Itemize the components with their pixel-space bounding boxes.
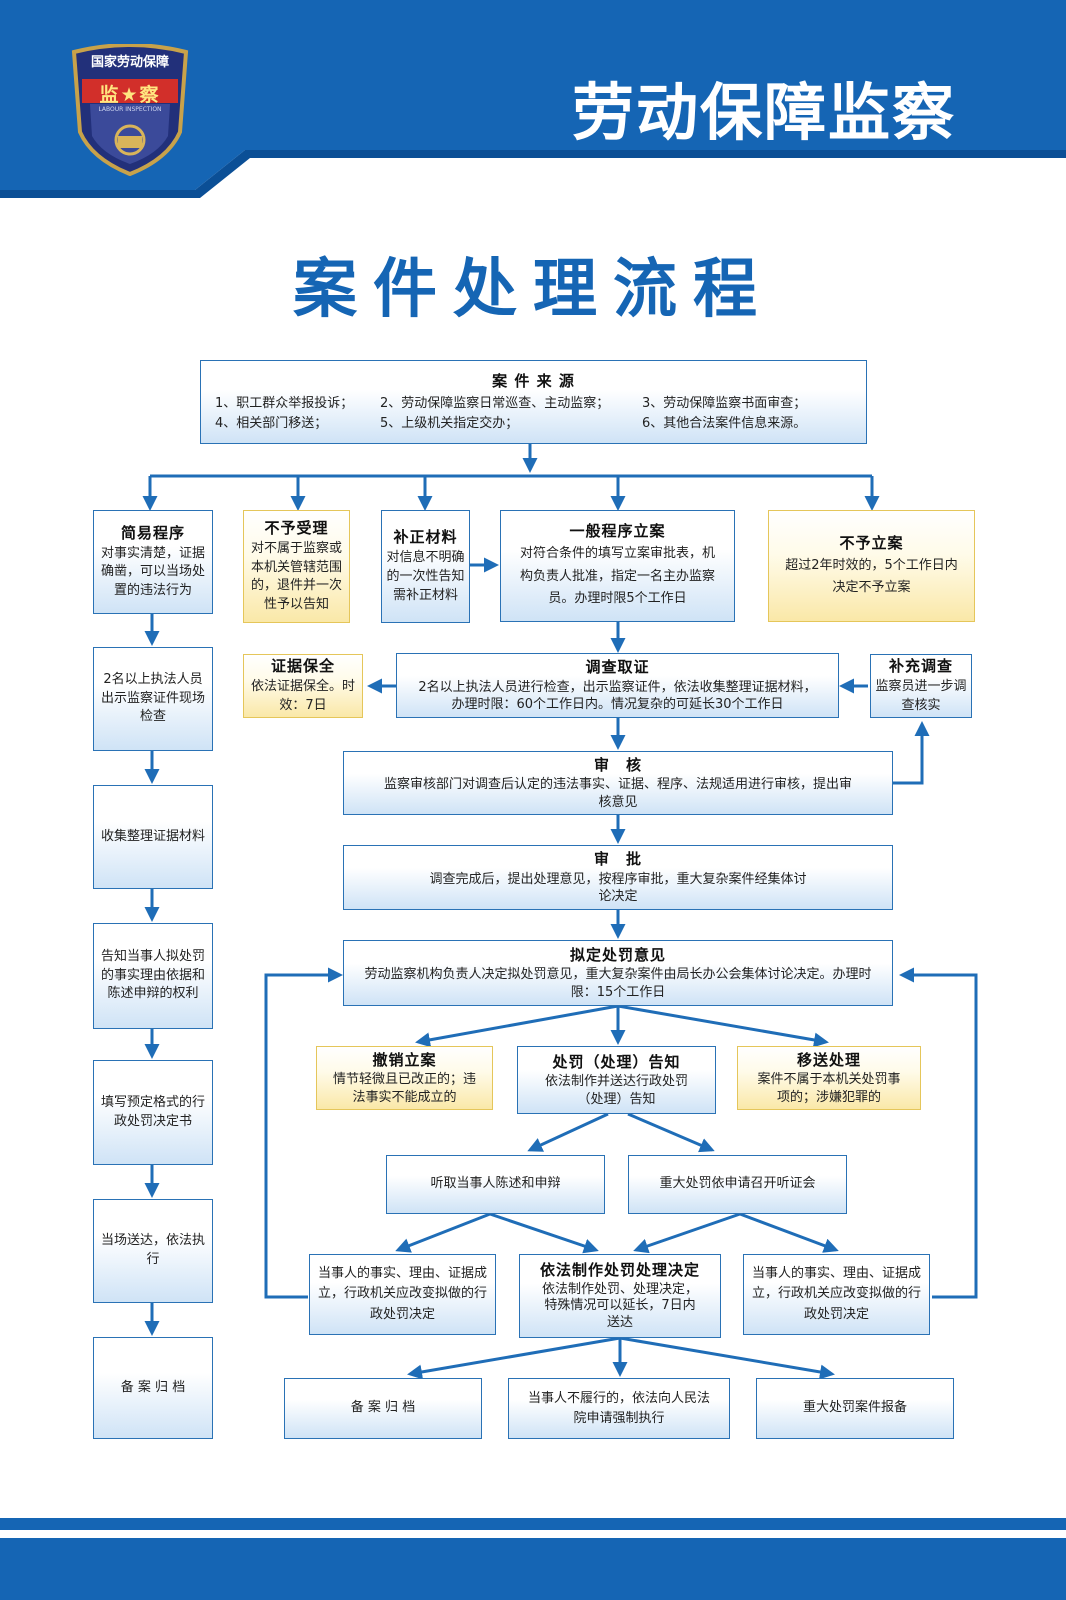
transfer-box: 移送处理 案件不属于本机关处罚事项的；涉嫌犯罪的	[737, 1046, 921, 1110]
penalty-decision-title: 依法制作处罚处理决定	[539, 1260, 700, 1279]
badge-main-text: 监★察	[99, 84, 161, 106]
case-source-box: 案 件 来 源 1、职工群众举报投诉； 2、劳动保障监察日常巡查、主动监察； 3…	[200, 360, 867, 444]
simple-step-box: 填写预定格式的行政处罚决定书	[93, 1060, 213, 1165]
change-decision-right-text: 当事人的事实、理由、证据成立，行政机关应改变拟做的行政处罚决定	[751, 1266, 921, 1322]
investigate-title: 调查取证	[585, 658, 650, 677]
review-body: 监察审核部门对调查后认定的违法事实、证据、程序、法规适用进行审核，提出审核意见	[383, 777, 852, 810]
simple-procedure-title: 简易程序	[120, 523, 185, 542]
hear-statement-text: 听取当事人陈述和申辩	[430, 1176, 561, 1192]
draft-penalty-box: 拟定处罚意见 劳动监察机构负责人决定拟处罚意见，重大复杂案件由局长办公会集体讨论…	[343, 940, 893, 1006]
case-source-item: 3、劳动保障监察书面审查；	[642, 396, 807, 412]
change-decision-right-box: 当事人的事实、理由、证据成立，行政机关应改变拟做的行政处罚决定	[743, 1254, 930, 1335]
change-decision-left-text: 当事人的事实、理由、证据成立，行政机关应改变拟做的行政处罚决定	[317, 1266, 487, 1322]
simple-step-text: 填写预定格式的行政处罚决定书	[100, 1094, 205, 1129]
not-accept-body: 对不属于监察或本机关管辖范围的，退件并一次性予以告知	[250, 540, 342, 613]
inspection-badge-logo: 国家劳动保障 监★察 LABOUR INSPECTION	[68, 43, 192, 177]
report-box: 重大处罚案件报备	[756, 1378, 954, 1439]
simple-step-text: 告知当事人拟处罚的事实理由依据和陈述申辩的权利	[100, 948, 205, 1002]
archive-text: 备 案 归 档	[350, 1400, 416, 1416]
investigate-box: 调查取证 2名以上执法人员进行检查，出示监察证件，依法收集整理证据材料，办理时限…	[396, 653, 839, 718]
general-procedure-body: 对符合条件的填写立案审批表，机构负责人批准，指定一名主办监察员。办理时限5个工作…	[519, 545, 715, 607]
hear-statement-box: 听取当事人陈述和申辩	[386, 1155, 605, 1214]
penalty-notice-title: 处罚（处理）告知	[552, 1052, 681, 1071]
no-case-box: 不予立案 超过2年时效的，5个工作日内决定不予立案	[768, 510, 975, 622]
transfer-title: 移送处理	[796, 1050, 861, 1069]
page-title: 案件处理流程	[293, 253, 773, 327]
header-title: 劳动保障监察	[572, 76, 957, 149]
revoke-case-box: 撤销立案 情节轻微且已改正的；违法事实不能成立的	[316, 1046, 493, 1110]
badge-sub-text: LABOUR INSPECTION	[98, 106, 162, 113]
penalty-notice-box: 处罚（处理）告知 依法制作并送达行政处罚（处理）告知	[517, 1046, 716, 1114]
simple-step-box: 备 案 归 档	[93, 1337, 213, 1439]
report-text: 重大处罚案件报备	[802, 1400, 907, 1416]
case-source-list: 1、职工群众举报投诉； 2、劳动保障监察日常巡查、主动监察； 3、劳动保障监察书…	[215, 394, 852, 433]
not-accept-box: 不予受理 对不属于监察或本机关管辖范围的，退件并一次性予以告知	[243, 510, 350, 623]
simple-step-box: 2名以上执法人员出示监察证件现场检查	[93, 647, 213, 751]
court-enforcement-box: 当事人不履行的，依法向人民法院申请强制执行	[508, 1378, 730, 1439]
review-box: 审 核 监察审核部门对调查后认定的违法事实、证据、程序、法规适用进行审核，提出审…	[343, 751, 893, 815]
case-source-item: 6、其他合法案件信息来源。	[642, 415, 807, 431]
penalty-decision-box: 依法制作处罚处理决定 依法制作处罚、处理决定，特殊情况可以延长，7日内送达	[519, 1254, 721, 1338]
draft-penalty-title: 拟定处罚意见	[569, 945, 666, 964]
footer-band	[0, 1538, 1066, 1600]
revoke-case-title: 撤销立案	[372, 1050, 437, 1069]
supplement-material-body: 对信息不明确的一次性告知需补正材料	[386, 550, 465, 603]
no-case-title: 不予立案	[839, 534, 904, 553]
evidence-preserve-box: 证据保全 依法证据保全。时效：7日	[243, 654, 363, 718]
penalty-notice-body: 依法制作并送达行政处罚（处理）告知	[544, 1074, 688, 1107]
evidence-preserve-title: 证据保全	[270, 657, 335, 676]
case-source-item: 4、相关部门移送；	[215, 415, 328, 431]
hearing-text: 重大处罚依申请召开听证会	[659, 1176, 816, 1192]
badge-top-text: 国家劳动保障	[90, 55, 169, 70]
simple-step-text: 2名以上执法人员出示监察证件现场检查	[100, 671, 205, 725]
general-procedure-title: 一般程序立案	[569, 522, 666, 540]
court-enforcement-text: 当事人不履行的，依法向人民法院申请强制执行	[527, 1391, 710, 1426]
no-case-body: 超过2年时效的，5个工作日内决定不予立案	[785, 557, 958, 595]
case-source-item: 1、职工群众举报投诉；	[215, 396, 354, 412]
penalty-decision-body: 依法制作处罚、处理决定，特殊情况可以延长，7日内送达	[541, 1281, 698, 1331]
supplement-material-box: 补正材料 对信息不明确的一次性告知需补正材料	[381, 510, 470, 623]
hearing-box: 重大处罚依申请召开听证会	[628, 1155, 847, 1214]
supplement-investigate-title: 补充调查	[888, 657, 953, 676]
simple-procedure-box: 简易程序 对事实清楚，证据确凿，可以当场处置的违法行为	[93, 510, 213, 614]
investigate-body: 2名以上执法人员进行检查，出示监察证件，依法收集整理证据材料，办理时限：60个工…	[418, 679, 817, 713]
supplement-investigate-body: 监察员进一步调查核实	[875, 679, 967, 713]
approve-box: 审 批 调查完成后，提出处理意见，按程序审批，重大复杂案件经集体讨论决定	[343, 845, 893, 910]
simple-step-text: 收集整理证据材料	[100, 828, 205, 844]
supplement-material-title: 补正材料	[393, 528, 458, 547]
not-accept-title: 不予受理	[264, 518, 329, 537]
evidence-preserve-body: 依法证据保全。时效：7日	[250, 679, 355, 713]
simple-step-box: 收集整理证据材料	[93, 785, 213, 889]
approve-title: 审 批	[593, 850, 642, 869]
header-band	[0, 0, 1066, 198]
approve-body: 调查完成后，提出处理意见，按程序审批，重大复杂案件经集体讨论决定	[429, 871, 807, 905]
footer-stripe	[0, 1518, 1066, 1530]
case-source-title: 案 件 来 源	[492, 371, 575, 390]
case-source-item: 2、劳动保障监察日常巡查、主动监察；	[380, 396, 610, 412]
review-title: 审 核	[593, 755, 642, 774]
simple-step-box: 告知当事人拟处罚的事实理由依据和陈述申辩的权利	[93, 923, 213, 1029]
draft-penalty-body: 劳动监察机构负责人决定拟处罚意见，重大复杂案件由局长办公会集体讨论决定。办理时限…	[364, 967, 872, 1000]
simple-step-text: 当场送达，依法执行	[100, 1233, 205, 1267]
transfer-body: 案件不属于本机关处罚事项的；涉嫌犯罪的	[757, 1072, 901, 1105]
supplement-investigate-box: 补充调查 监察员进一步调查核实	[870, 654, 972, 718]
simple-procedure-body: 对事实清楚，证据确凿，可以当场处置的违法行为	[100, 545, 205, 599]
simple-step-text: 备 案 归 档	[120, 1379, 186, 1395]
change-decision-left-box: 当事人的事实、理由、证据成立，行政机关应改变拟做的行政处罚决定	[309, 1254, 496, 1335]
general-procedure-box: 一般程序立案 对符合条件的填写立案审批表，机构负责人批准，指定一名主办监察员。办…	[500, 510, 735, 622]
archive-box: 备 案 归 档	[284, 1378, 482, 1439]
revoke-case-body: 情节轻微且已改正的；违法事实不能成立的	[333, 1072, 477, 1105]
simple-step-box: 当场送达，依法执行	[93, 1199, 213, 1303]
case-source-item: 5、上级机关指定交办；	[380, 415, 519, 431]
